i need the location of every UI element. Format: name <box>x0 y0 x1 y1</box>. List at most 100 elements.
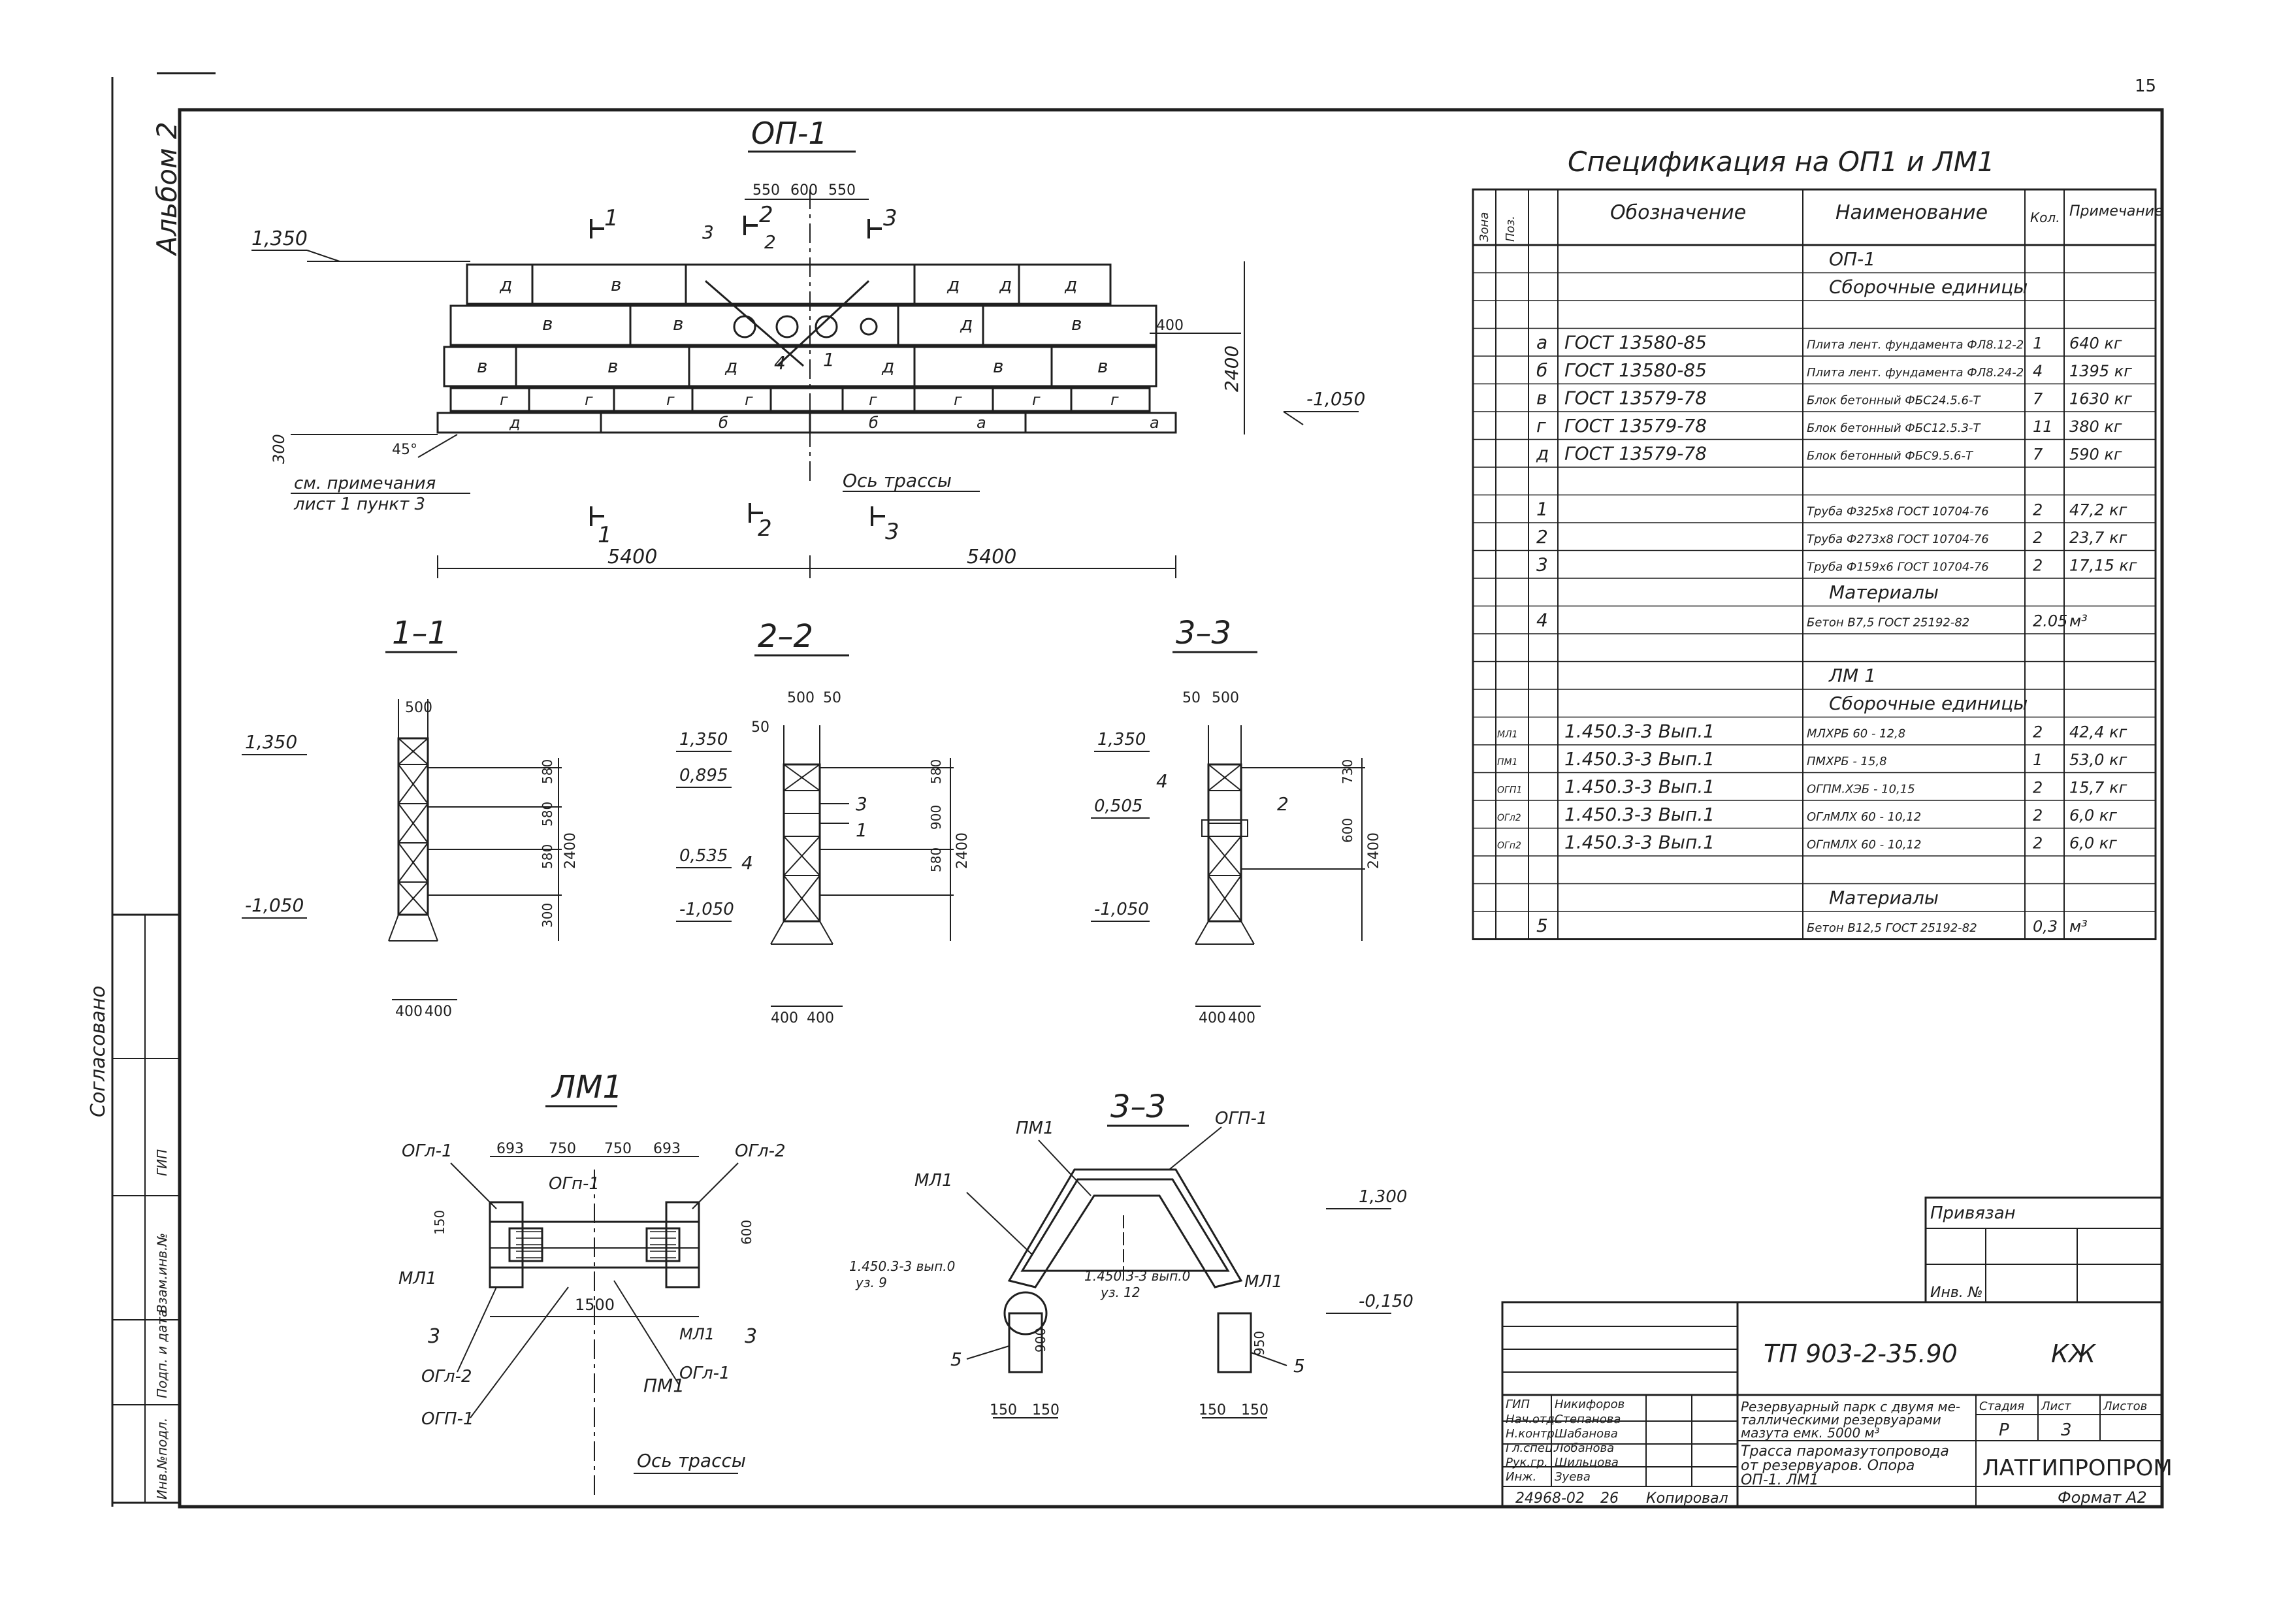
spec-pos: 3 <box>1536 554 1548 576</box>
view-section-3-3-lm1: 3–3 ПМ1 ОГП-1 МЛ1 МЛ1 1,300 -0,150 1.450… <box>849 1089 1414 1418</box>
svg-text:3: 3 <box>856 793 867 815</box>
svg-text:Копировал: Копировал <box>1646 1490 1728 1507</box>
op1-pipe-3: 3 <box>702 221 714 243</box>
spec-name: ОГПМ.ХЭБ - 10,15 <box>1807 783 1915 796</box>
spec-designation: ГОСТ 13579-78 <box>1564 387 1707 409</box>
spec-pos: 1 <box>1536 499 1548 520</box>
svg-text:0,535: 0,535 <box>679 846 728 866</box>
spec-name: ОГпМЛХ 60 - 10,12 <box>1807 838 1921 852</box>
spec-qty: 1 <box>2033 335 2043 353</box>
op1-angle: 45° <box>392 442 417 458</box>
spec-pos: б <box>1536 359 1547 381</box>
op1-pipe-4: 4 <box>774 352 786 374</box>
s33b-title: 3–3 <box>1110 1089 1166 1125</box>
tb-role: Нач.отд. <box>1506 1413 1559 1426</box>
spec-name: Бетон В7,5 ГОСТ 25192-82 <box>1807 616 1969 630</box>
svg-text:4: 4 <box>741 852 753 874</box>
op1-base-letters: д б б а а <box>509 414 1159 432</box>
op1-cut-2-bottom: 2 <box>758 516 772 542</box>
svg-text:б: б <box>869 414 879 432</box>
s11-dim-500: 500 <box>405 700 432 716</box>
svg-text:2400: 2400 <box>1366 832 1382 869</box>
spec-note: 380 кг <box>2069 418 2122 436</box>
svg-text:150: 150 <box>990 1402 1017 1418</box>
svg-text:ПМ1: ПМ1 <box>1016 1119 1054 1138</box>
svg-text:150: 150 <box>1032 1402 1059 1418</box>
svg-text:-1,050: -1,050 <box>679 900 734 919</box>
spec-header-2: Обозначение <box>1610 201 1746 224</box>
spec-zone: ОГп2 <box>1497 841 1521 851</box>
svg-text:150: 150 <box>1241 1402 1269 1418</box>
svg-text:26: 26 <box>1600 1490 1619 1507</box>
corner-mark: 15 <box>2135 76 2156 96</box>
svg-text:400: 400 <box>771 1010 798 1026</box>
spec-qty: 1 <box>2033 751 2043 769</box>
svg-text:50: 50 <box>823 690 841 706</box>
svg-text:Листов: Листов <box>2103 1400 2147 1413</box>
op1-pipes <box>705 280 878 367</box>
op1-level-bottom: -1,050 <box>1306 388 1365 410</box>
spec-note: 42,4 кг <box>2069 723 2127 742</box>
svg-text:Резервуарный парк с двумя ме-: Резервуарный парк с двумя ме- <box>1741 1399 1960 1415</box>
svg-text:730: 730 <box>1340 759 1355 784</box>
svg-text:уз. 12: уз. 12 <box>1100 1285 1140 1300</box>
svg-text:ПМ1: ПМ1 <box>643 1375 685 1396</box>
svg-text:3: 3 <box>745 1325 757 1348</box>
svg-text:Инв. №: Инв. № <box>1930 1285 1983 1301</box>
svg-text:ОГл-1: ОГл-1 <box>679 1364 730 1383</box>
svg-text:д: д <box>724 355 737 377</box>
view-lm1: ЛМ1 693 750 750 693 1500 ОГл-1 ОГл-2 ОГп… <box>398 1069 786 1496</box>
tb-mark: КЖ <box>2051 1339 2097 1368</box>
spec-qty: 2 <box>2033 834 2043 853</box>
svg-text:МЛ1: МЛ1 <box>398 1269 437 1288</box>
s11-title: 1–1 <box>392 615 447 651</box>
spec-qty: 11 <box>2033 418 2053 436</box>
spec-qty: 2 <box>2033 806 2043 825</box>
op1-dim-300: 300 <box>270 434 288 464</box>
svg-text:3: 3 <box>428 1325 440 1348</box>
svg-text:600: 600 <box>1340 818 1355 843</box>
svg-text:д: д <box>960 313 973 335</box>
tb-name: Лобанова <box>1554 1441 1614 1455</box>
spec-note: 640 кг <box>2069 335 2122 353</box>
svg-text:24968-02: 24968-02 <box>1515 1490 1585 1507</box>
op1-cut-1-top: 1 <box>604 205 619 231</box>
svg-text:400: 400 <box>1228 1010 1255 1026</box>
spec-heading: Сборочные единицы <box>1829 693 2028 714</box>
svg-text:950: 950 <box>1252 1331 1267 1356</box>
spec-designation: 1.450.3-3 Вып.1 <box>1564 776 1715 798</box>
spec-qty: 7 <box>2033 446 2043 464</box>
spec-name: ПМХРБ - 15,8 <box>1807 755 1887 768</box>
spec-pos: в <box>1536 387 1547 409</box>
svg-text:Согласовано: Согласовано <box>87 985 110 1117</box>
spec-note: 15,7 кг <box>2069 779 2127 797</box>
svg-text:в: в <box>607 355 619 377</box>
spec-note: 6,0 кг <box>2069 834 2117 853</box>
svg-text:в: в <box>1097 355 1108 377</box>
spec-qty: 2.05 <box>2033 612 2067 631</box>
spec-qty: 2 <box>2033 529 2043 547</box>
spec-qty: 4 <box>2033 362 2043 380</box>
spec-heading: ЛМ 1 <box>1828 665 1876 687</box>
op1-pad-letters: г г г г г г г г <box>500 391 1119 409</box>
spec-note: 1395 кг <box>2069 362 2132 380</box>
svg-text:1.450.3-3 вып.0: 1.450.3-3 вып.0 <box>849 1258 955 1274</box>
spec-name: Труба Ф325х8 ГОСТ 10704-76 <box>1807 505 1989 519</box>
svg-text:д: д <box>509 414 521 432</box>
svg-text:1.450.3-3 вып.0: 1.450.3-3 вып.0 <box>1084 1268 1190 1284</box>
side-stamp: Согласовано Инв.№подл. Подп. и дата Взам… <box>87 913 181 1504</box>
svg-text:150: 150 <box>1199 1402 1226 1418</box>
album-label: Альбом 2 <box>151 122 183 257</box>
spec-note: 23,7 кг <box>2069 529 2127 547</box>
tb-name: Шильцова <box>1555 1456 1619 1469</box>
spec-heading: Материалы <box>1829 582 1939 603</box>
spec-name: Блок бетонный ФБС12.5.3-Т <box>1807 421 1981 435</box>
svg-text:МЛ1: МЛ1 <box>914 1171 953 1190</box>
svg-text:580: 580 <box>928 759 944 784</box>
svg-text:г: г <box>666 391 675 409</box>
spec-designation: ГОСТ 13580-85 <box>1564 332 1707 353</box>
svg-text:Подп. и дата: Подп. и дата <box>154 1309 170 1398</box>
spec-zone: МЛ1 <box>1497 730 1518 740</box>
